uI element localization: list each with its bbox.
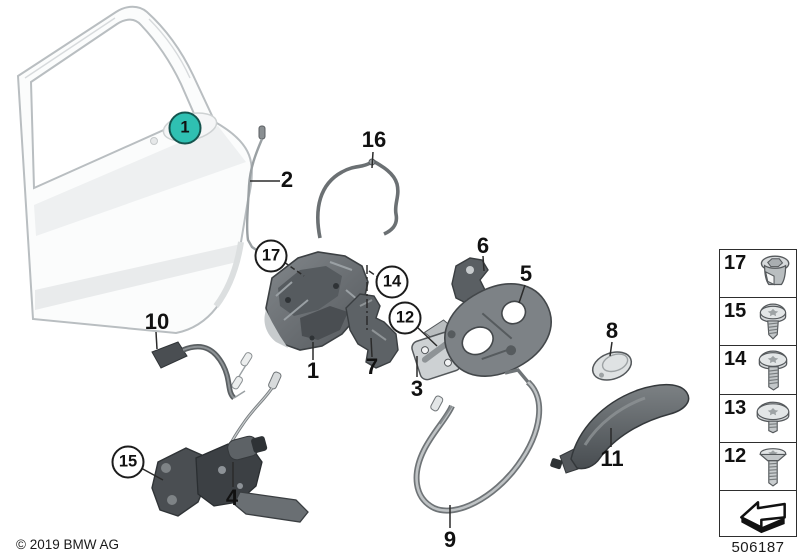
callout-striker[interactable]: 3: [410, 376, 424, 401]
door-lock-assembly: [264, 251, 369, 351]
countersunk-screw-icon: [758, 448, 788, 488]
fastener-row-15[interactable]: 15: [720, 298, 796, 347]
lock-rod: [245, 125, 266, 252]
fastener-label: 13: [724, 396, 747, 419]
callout-lock-bracket[interactable]: 7: [365, 354, 379, 379]
callout-handle-cable[interactable]: 9: [443, 527, 457, 552]
handle-bowden-cable: [413, 368, 543, 514]
callout-support-bracket[interactable]: 6: [476, 233, 490, 258]
leader-lines: [140, 151, 613, 528]
fastener-reference-panel: 17 15 14: [719, 249, 797, 537]
grommet-nut-icon: [760, 255, 790, 285]
torx-screw-short-icon: [759, 303, 787, 340]
callout-actuator-screw[interactable]: 15: [111, 445, 145, 479]
handle-end-cap: [591, 351, 633, 381]
lock-bracket: [345, 293, 399, 369]
copyright-notice: © 2019 BMW AG: [16, 537, 119, 552]
lock-actuator: [151, 435, 309, 523]
fastener-label: 14: [724, 348, 747, 371]
callout-grommet[interactable]: 17: [254, 239, 288, 273]
torx-screw-long-icon: [758, 350, 788, 391]
outer-door-handle: [550, 384, 690, 474]
fastener-row-13[interactable]: 13: [720, 395, 796, 443]
cable-duct: [316, 158, 400, 239]
callout-cable-duct[interactable]: 16: [361, 127, 387, 152]
handle-carrier: [444, 283, 552, 377]
fastener-row-12[interactable]: 12: [720, 443, 796, 492]
callout-striker-screw[interactable]: 12: [388, 301, 422, 335]
callout-handle-carrier[interactable]: 5: [519, 261, 533, 286]
connector-bowden-cable: [151, 341, 246, 401]
fastener-row-14[interactable]: 14: [720, 346, 796, 395]
fastener-row-arrow[interactable]: [720, 491, 796, 536]
callout-rod[interactable]: 2: [280, 167, 294, 192]
callout-inner-cable[interactable]: 4: [225, 485, 239, 510]
callout-handle-cap[interactable]: 8: [605, 318, 619, 343]
fastener-label: 15: [724, 300, 747, 323]
fastener-row-17[interactable]: 17: [720, 250, 796, 299]
callout-door-panel[interactable]: 1: [168, 111, 202, 145]
fastener-label: 17: [724, 252, 747, 274]
callout-lock-screw[interactable]: 14: [375, 265, 409, 299]
callout-lock-assembly[interactable]: 1: [306, 358, 320, 383]
fastener-label: 12: [724, 444, 747, 467]
callout-door-handle[interactable]: 11: [600, 446, 624, 471]
direction-arrow-icon: [740, 500, 786, 533]
diagram-number: 506187: [731, 539, 785, 556]
callout-connector-cable[interactable]: 10: [144, 309, 170, 334]
rear-door-panel: [16, 5, 253, 335]
dome-head-screw-icon: [756, 401, 790, 434]
